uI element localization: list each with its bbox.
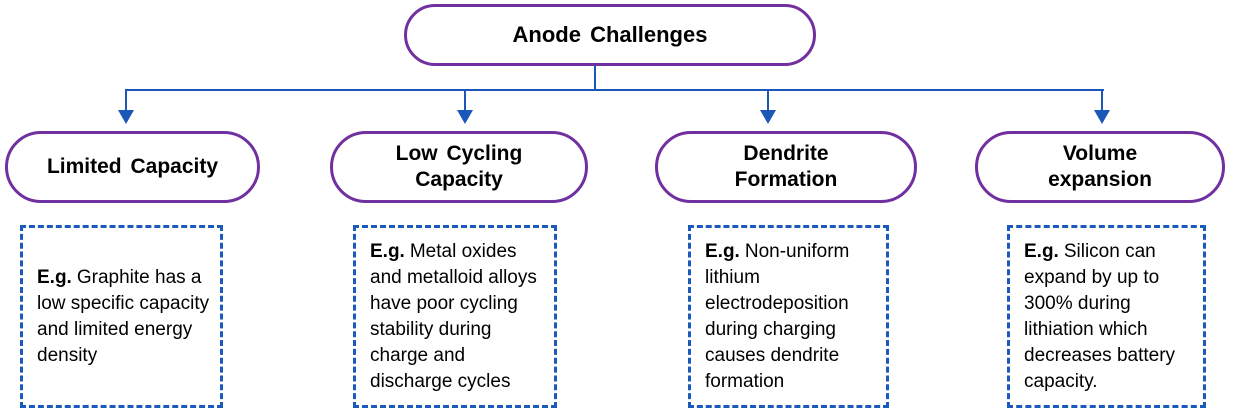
example-body: Non-uniform lithium electrodeposition du… bbox=[705, 240, 850, 392]
arrow-down-icon bbox=[760, 110, 776, 124]
example-label: E.g. bbox=[37, 266, 72, 288]
branch-title: Low Cycling Capacity bbox=[395, 142, 523, 191]
branch-node-dendrite-formation: Dendrite Formation bbox=[655, 131, 917, 203]
example-text: E.g.Non-uniform lithium electrodepositio… bbox=[691, 239, 886, 395]
connector-drop-3 bbox=[767, 89, 769, 112]
example-label: E.g. bbox=[705, 240, 740, 262]
branch-title: Volume expansion bbox=[1048, 142, 1152, 191]
connector-drop-4 bbox=[1101, 89, 1103, 112]
example-text: E.g.Metal oxides and metalloid alloys ha… bbox=[356, 239, 554, 395]
arrow-down-icon bbox=[1094, 110, 1110, 124]
example-text: E.g.Silicon can expand by up to 300% dur… bbox=[1010, 239, 1203, 395]
arrow-down-icon bbox=[118, 110, 134, 124]
branch-node-low-cycling-capacity: Low Cycling Capacity bbox=[330, 131, 588, 203]
branch-title: Dendrite Formation bbox=[734, 142, 838, 191]
connector-drop-1 bbox=[125, 89, 127, 112]
example-text: E.g.Graphite has a low specific capacity… bbox=[23, 265, 220, 369]
example-body: Silicon can expand by up to 300% during … bbox=[1024, 240, 1176, 392]
example-box-volume-expansion: E.g.Silicon can expand by up to 300% dur… bbox=[1007, 225, 1206, 408]
connector-root-stub bbox=[594, 66, 596, 90]
arrow-down-icon bbox=[457, 110, 473, 124]
example-box-low-cycling-capacity: E.g.Metal oxides and metalloid alloys ha… bbox=[353, 225, 557, 408]
branch-title: Limited Capacity bbox=[46, 155, 219, 179]
branch-node-volume-expansion: Volume expansion bbox=[975, 131, 1225, 203]
connector-drop-2 bbox=[464, 89, 466, 112]
example-body: Graphite has a low specific capacity and… bbox=[37, 266, 210, 366]
root-node-anode-challenges: Anode Challenges bbox=[404, 4, 816, 66]
example-body: Metal oxides and metalloid alloys have p… bbox=[370, 240, 537, 392]
root-node-title: Anode Challenges bbox=[512, 21, 708, 47]
example-box-limited-capacity: E.g.Graphite has a low specific capacity… bbox=[20, 225, 223, 408]
example-label: E.g. bbox=[370, 240, 405, 262]
connector-horizontal-bus bbox=[126, 89, 1104, 91]
example-label: E.g. bbox=[1024, 240, 1059, 262]
example-box-dendrite-formation: E.g.Non-uniform lithium electrodepositio… bbox=[688, 225, 889, 408]
branch-node-limited-capacity: Limited Capacity bbox=[5, 131, 260, 203]
